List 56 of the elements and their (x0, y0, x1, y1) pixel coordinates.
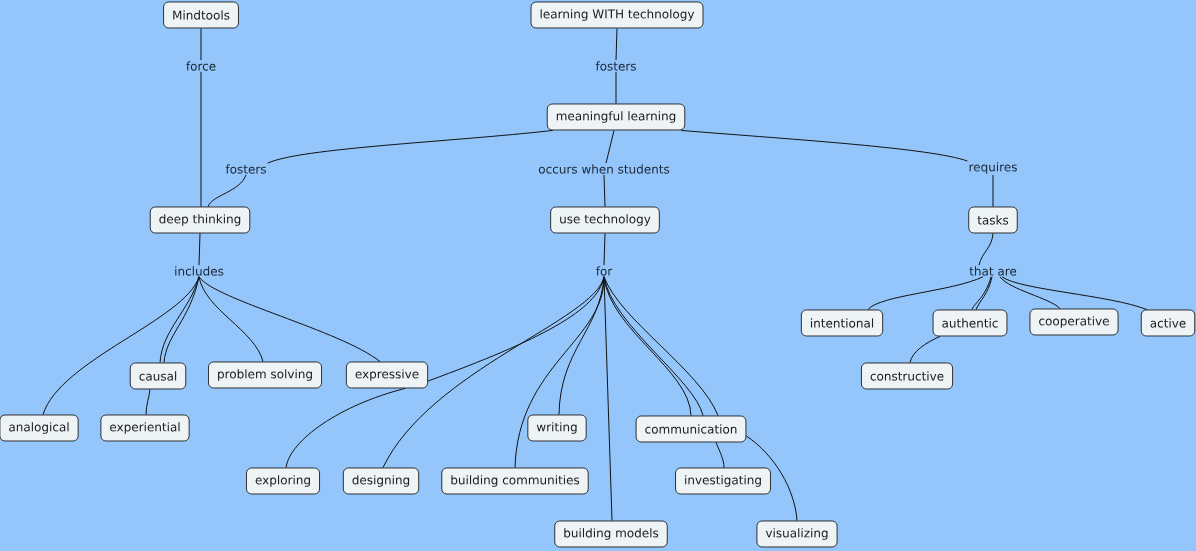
connecting-line (605, 129, 615, 164)
linking-phrase: for (596, 266, 613, 276)
concept-box: experiential (100, 414, 190, 442)
concept-box: learning WITH technology (530, 1, 704, 29)
connecting-line (603, 276, 613, 522)
linking-phrase: force (186, 61, 216, 71)
connecting-line (992, 174, 994, 208)
concept-box: intentional (800, 309, 884, 337)
concept-box: designing (342, 467, 420, 495)
concept-box: tasks (968, 206, 1018, 234)
connecting-line (680, 129, 968, 162)
concept-box: analogical (0, 414, 79, 442)
linking-phrase: fosters (225, 164, 266, 174)
connecting-line (145, 388, 151, 416)
concept-box: building communities (441, 467, 589, 495)
concept-box: communication (635, 415, 747, 443)
connecting-line (200, 27, 202, 61)
concept-box: deep thinking (149, 206, 251, 234)
concept-box: causal (129, 362, 187, 390)
concept-box: problem solving (208, 361, 322, 389)
concept-box: cooperative (1029, 308, 1119, 336)
concept-box: active (1140, 309, 1196, 337)
connecting-line (198, 276, 264, 363)
concept-box: building models (554, 520, 668, 548)
concept-box: constructive (860, 362, 954, 390)
connecting-line (285, 387, 406, 469)
connecting-line (978, 232, 994, 266)
linking-phrase: requires (969, 162, 1017, 174)
concept-box: visualizing (756, 520, 838, 548)
connecting-line (603, 232, 606, 266)
connecting-line (1001, 276, 1148, 311)
concept-box: exploring (246, 467, 320, 495)
linking-phrase: includes (175, 266, 224, 276)
concept-box: authentic (932, 309, 1008, 337)
linking-phrase: occurs when students (538, 164, 670, 174)
connecting-line (715, 441, 725, 469)
connecting-line (207, 174, 247, 208)
connecting-line (909, 335, 941, 364)
connecting-line (745, 435, 798, 522)
connecting-line (267, 129, 554, 164)
concept-box: expressive (345, 361, 429, 389)
connecting-line (603, 174, 606, 208)
connecting-line (615, 71, 617, 105)
connecting-line (198, 276, 381, 363)
linking-phrase: fosters (595, 61, 636, 71)
concept-box: meaningful learning (546, 103, 686, 131)
connecting-line (200, 71, 202, 208)
linking-phrase: that are (969, 266, 1017, 276)
concept-box: use technology (550, 206, 660, 234)
connecting-line (198, 232, 201, 266)
concept-box: writing (527, 414, 587, 442)
connecting-line (999, 276, 1061, 310)
connecting-line (867, 276, 984, 311)
concept-box: investigating (675, 467, 771, 495)
connecting-line (615, 27, 618, 61)
concept-box: Mindtools (163, 1, 239, 29)
